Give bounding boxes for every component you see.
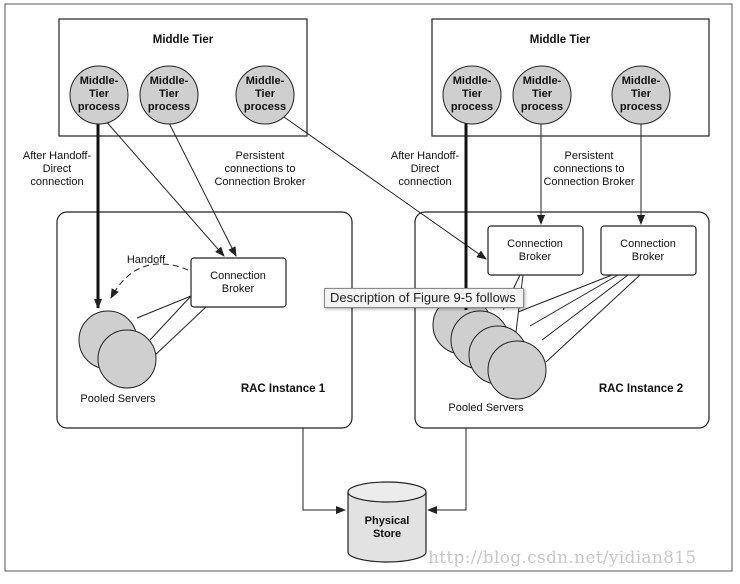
rac2-broker-link: [529, 274, 619, 327]
rac1-pooled-servers-label: Pooled Servers: [80, 393, 156, 405]
rac1-title: RAC Instance 1: [241, 383, 326, 395]
persistent-connection-arrow: [167, 120, 237, 257]
handoff-arrow: [110, 263, 189, 299]
rac2-broker-link: [517, 274, 613, 313]
pooled-server-circle: [97, 329, 157, 389]
rac2-pooled-servers-label: Pooled Servers: [448, 402, 524, 414]
rac2-broker-link: [545, 274, 641, 363]
rac1-connection-broker: [190, 257, 287, 308]
persistent-connection-arrow: [103, 118, 225, 257]
rac2-title: RAC Instance 2: [599, 383, 683, 395]
figure-description-tooltip[interactable]: Description of Figure 9-5 follows: [324, 288, 524, 308]
rac1-to-store-line: [302, 428, 346, 514]
middle-tier-right-title: Middle Tier: [530, 34, 591, 46]
middle-tier-left-title: Middle Tier: [153, 34, 214, 46]
rac2-connection-broker-right: [600, 225, 697, 276]
rac1-broker-link: [136, 295, 192, 319]
persistent-connection-arrow-cross: [283, 116, 487, 260]
rac2-to-store-line: [427, 428, 467, 514]
pooled-server-circle: [487, 340, 547, 400]
rac1-broker-link: [149, 295, 192, 341]
rac1-broker-link: [152, 305, 208, 358]
handoff-label: Handoff: [127, 254, 166, 266]
rac2-connection-broker-left: [487, 225, 584, 276]
rac2-broker-link: [541, 274, 629, 341]
figure-frame: [4, 3, 733, 572]
watermark-text: http://blog.csdn.net/yidian815: [428, 548, 697, 568]
